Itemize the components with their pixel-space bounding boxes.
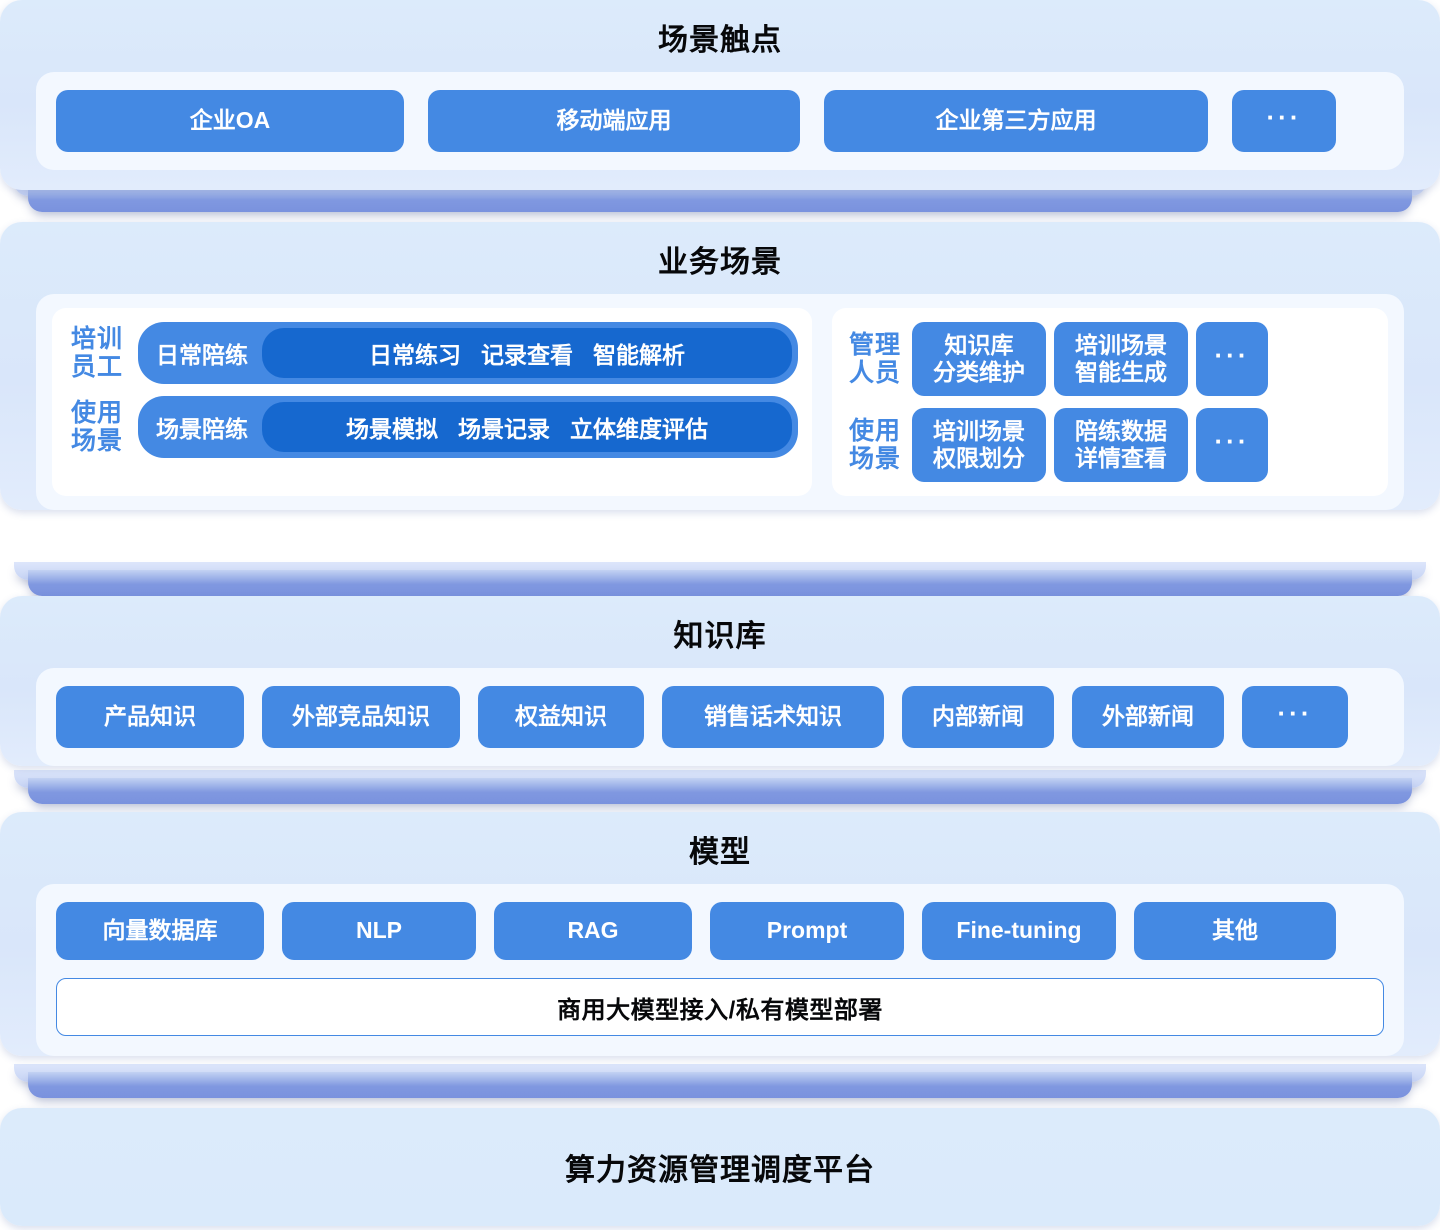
sub-item[interactable]: 日常练习 xyxy=(369,342,461,368)
category-label-usage-scenario-right: 使用 场景 xyxy=(846,417,904,473)
pill-line-1: 知识库 xyxy=(944,331,1014,358)
section-compute-platform: 算力资源管理调度平台 xyxy=(0,1108,1440,1226)
pill-line-2: 详情查看 xyxy=(1075,445,1167,471)
knowledge-base-row: 产品知识 外部竞品知识 权益知识 销售话术知识 内部新闻 外部新闻 ··· xyxy=(56,686,1384,748)
sub-item[interactable]: 场景记录 xyxy=(458,416,550,442)
category-label-admin-staff: 管理 人员 xyxy=(846,331,904,387)
touchpoint-item-third-party-app[interactable]: 企业第三方应用 xyxy=(824,90,1208,152)
kb-item-competitor-knowledge[interactable]: 外部竞品知识 xyxy=(262,686,460,748)
business-panel: 培训 员工 日常陪练 日常练习 记录查看 智能解析 xyxy=(36,294,1404,510)
business-title: 业务场景 xyxy=(658,246,782,279)
admin-item-training-scene-generation[interactable]: 培训场景 智能生成 xyxy=(1054,322,1188,396)
kb-item-product-knowledge[interactable]: 产品知识 xyxy=(56,686,244,748)
kb-item-internal-news[interactable]: 内部新闻 xyxy=(902,686,1054,748)
category-label-usage-scenario-left: 使用 场景 xyxy=(66,399,128,455)
sub-item[interactable]: 立体维度评估 xyxy=(570,416,708,442)
pill-line-1: 培训场景 xyxy=(933,417,1025,444)
sub-item[interactable]: 场景模拟 xyxy=(346,416,438,442)
cat-line-2: 场景 xyxy=(70,427,123,455)
touchpoints-card: 场景触点 企业OA 移动端应用 企业第三方应用 ··· xyxy=(0,0,1440,190)
business-right-group: 管理 人员 知识库 分类维护 培训场景 智能生成 xyxy=(832,308,1388,496)
model-panel: 向量数据库 NLP RAG Prompt Fine-tuning 其他 商用大模… xyxy=(36,884,1404,1056)
nested-pill-scenario-training[interactable]: 场景陪练 场景模拟 场景记录 立体维度评估 xyxy=(138,396,798,458)
admin-item-more[interactable]: ··· xyxy=(1196,322,1268,396)
touchpoints-title: 场景触点 xyxy=(658,24,782,57)
kb-item-external-news[interactable]: 外部新闻 xyxy=(1072,686,1224,748)
touchpoints-panel: 企业OA 移动端应用 企业第三方应用 ··· xyxy=(36,72,1404,170)
touchpoint-item-mobile-app[interactable]: 移动端应用 xyxy=(428,90,800,152)
sub-item[interactable]: 记录查看 xyxy=(481,342,573,368)
nested-pill-head: 场景陪练 xyxy=(156,416,248,442)
knowledge-base-title: 知识库 xyxy=(673,620,767,653)
business-row-admin-staff: 管理 人员 知识库 分类维护 培训场景 智能生成 xyxy=(846,322,1374,396)
cat-line-1: 培训 xyxy=(70,325,123,353)
model-item-rag[interactable]: RAG xyxy=(494,902,692,960)
usage-item-training-data-details[interactable]: 陪练数据 详情查看 xyxy=(1054,408,1188,482)
usage-item-more[interactable]: ··· xyxy=(1196,408,1268,482)
nested-pill-subitems: 日常练习 记录查看 智能解析 xyxy=(262,328,792,378)
section-knowledge-base: 知识库 产品知识 外部竞品知识 权益知识 销售话术知识 内部新闻 外部新闻 ··… xyxy=(0,596,1440,804)
pill-line-2: 权限划分 xyxy=(933,445,1025,471)
usage-item-training-scene-permissions[interactable]: 培训场景 权限划分 xyxy=(912,408,1046,482)
pill-line-2: 智能生成 xyxy=(1075,359,1167,385)
business-row-training-staff: 培训 员工 日常陪练 日常练习 记录查看 智能解析 xyxy=(66,322,798,384)
section-business-scenarios: 业务场景 培训 员工 日常陪练 日常练习 记录查看 xyxy=(0,222,1440,596)
model-item-prompt[interactable]: Prompt xyxy=(710,902,904,960)
business-row-usage-scenario-right: 使用 场景 培训场景 权限划分 陪练数据 详情查看 xyxy=(846,408,1374,482)
platform-title: 算力资源管理调度平台 xyxy=(565,1154,875,1187)
business-left-group: 培训 员工 日常陪练 日常练习 记录查看 智能解析 xyxy=(52,308,812,496)
pill-line-1: 陪练数据 xyxy=(1075,417,1167,444)
cat-line-2: 员工 xyxy=(70,353,123,381)
business-row-usage-scenario-left: 使用 场景 场景陪练 场景模拟 场景记录 立体维度评估 xyxy=(66,396,798,458)
business-card: 业务场景 培训 员工 日常陪练 日常练习 记录查看 xyxy=(0,222,1440,510)
nested-pill-daily-training[interactable]: 日常陪练 日常练习 记录查看 智能解析 xyxy=(138,322,798,384)
cat-line-2: 人员 xyxy=(848,359,901,387)
model-item-other[interactable]: 其他 xyxy=(1134,902,1336,960)
model-deployment-bar[interactable]: 商用大模型接入/私有模型部署 xyxy=(56,978,1384,1036)
admin-item-kb-category-maintenance[interactable]: 知识库 分类维护 xyxy=(912,322,1046,396)
touchpoints-row: 企业OA 移动端应用 企业第三方应用 ··· xyxy=(56,90,1384,152)
pill-line-2: 分类维护 xyxy=(933,359,1025,385)
cat-line-1: 使用 xyxy=(70,399,123,427)
sub-item[interactable]: 智能解析 xyxy=(593,342,685,368)
nested-pill-subitems: 场景模拟 场景记录 立体维度评估 xyxy=(262,402,792,452)
cat-line-1: 管理 xyxy=(848,331,901,359)
pill-line-1: 培训场景 xyxy=(1075,331,1167,358)
knowledge-base-card: 知识库 产品知识 外部竞品知识 权益知识 销售话术知识 内部新闻 外部新闻 ··… xyxy=(0,596,1440,766)
model-item-nlp[interactable]: NLP xyxy=(282,902,476,960)
model-item-fine-tuning[interactable]: Fine-tuning xyxy=(922,902,1116,960)
model-row: 向量数据库 NLP RAG Prompt Fine-tuning 其他 xyxy=(56,902,1384,960)
touchpoint-item-more[interactable]: ··· xyxy=(1232,90,1336,152)
section-model: 模型 向量数据库 NLP RAG Prompt Fine-tuning 其他 商… xyxy=(0,812,1440,1098)
category-label-training-staff: 培训 员工 xyxy=(66,325,128,381)
kb-item-more[interactable]: ··· xyxy=(1242,686,1348,748)
nested-pill-head: 日常陪练 xyxy=(156,342,248,368)
touchpoint-item-enterprise-oa[interactable]: 企业OA xyxy=(56,90,404,152)
knowledge-base-panel: 产品知识 外部竞品知识 权益知识 销售话术知识 内部新闻 外部新闻 ··· xyxy=(36,668,1404,766)
kb-item-sales-script-knowledge[interactable]: 销售话术知识 xyxy=(662,686,884,748)
section-touchpoints: 场景触点 企业OA 移动端应用 企业第三方应用 ··· xyxy=(0,0,1440,212)
kb-item-benefits-knowledge[interactable]: 权益知识 xyxy=(478,686,644,748)
model-title: 模型 xyxy=(689,836,751,869)
cat-line-2: 场景 xyxy=(848,445,901,473)
model-item-vector-database[interactable]: 向量数据库 xyxy=(56,902,264,960)
model-card: 模型 向量数据库 NLP RAG Prompt Fine-tuning 其他 商… xyxy=(0,812,1440,1056)
platform-card: 算力资源管理调度平台 xyxy=(0,1108,1440,1226)
cat-line-1: 使用 xyxy=(848,417,901,445)
